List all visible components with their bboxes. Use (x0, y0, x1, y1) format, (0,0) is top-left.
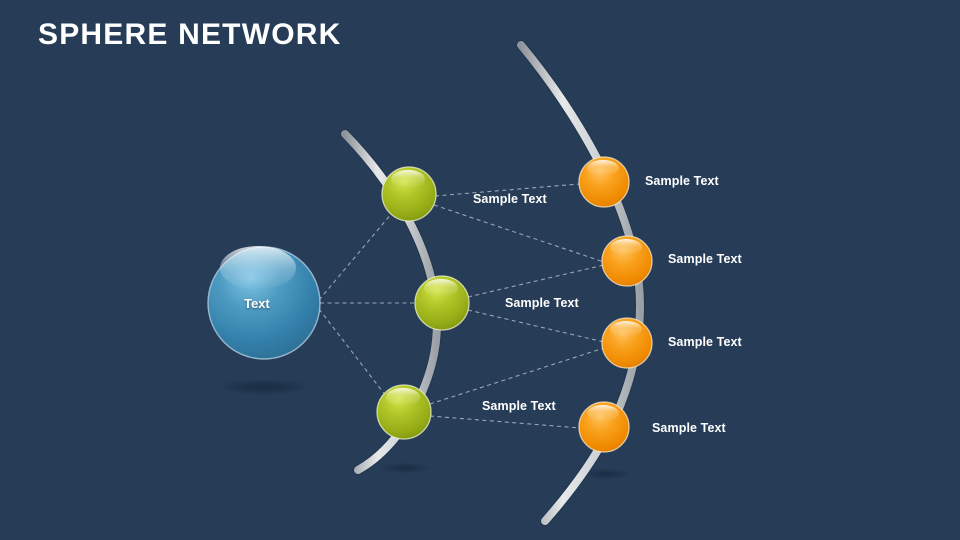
sphere-shadows (214, 378, 632, 480)
mid-sphere-2-highlight (424, 279, 458, 297)
leaf-sphere-1[interactable] (578, 156, 630, 208)
leaf-sphere-3[interactable] (601, 317, 653, 369)
page-title: SPHERE NETWORK (38, 18, 342, 51)
hub-sphere-label: Text (244, 296, 270, 311)
leaf-sphere-3-label: Sample Text (668, 335, 742, 349)
hub-sphere[interactable] (207, 246, 321, 360)
mid-sphere-1-label: Sample Text (473, 192, 547, 206)
mid-sphere-1-highlight (391, 170, 425, 188)
conn-mid1-leaf2 (433, 204, 605, 263)
arc-right (517, 41, 645, 525)
conn-mid3-leaf3 (429, 347, 605, 405)
mid-sphere-3-label: Sample Text (482, 399, 556, 413)
leaf-sphere-3-highlight (610, 321, 642, 337)
shadow-hub (214, 378, 314, 396)
conn-mid2-leaf3 (467, 309, 605, 343)
shadow-mid-3 (377, 462, 433, 474)
connector-group (318, 183, 605, 429)
conn-mid2-leaf2 (467, 264, 605, 298)
mid-sphere-2-label: Sample Text (505, 296, 579, 310)
conn-hub-mid-3 (318, 308, 387, 397)
leaf-sphere-4-label: Sample Text (652, 421, 726, 435)
conn-mid1-leaf1 (434, 183, 580, 197)
leaf-sphere-1-highlight (587, 160, 619, 176)
arc-left (341, 130, 441, 474)
leaf-sphere-4-highlight (587, 405, 619, 421)
arc-group (340, 40, 646, 526)
mid-sphere-3[interactable] (376, 384, 432, 440)
leaf-sphere-4[interactable] (578, 401, 630, 453)
leaf-sphere-2-label: Sample Text (668, 252, 742, 266)
leaf-sphere-1-label: Sample Text (645, 174, 719, 188)
mid-sphere-3-highlight (386, 388, 420, 406)
conn-mid3-leaf4 (429, 415, 581, 429)
mid-sphere-2[interactable] (414, 275, 470, 331)
mid-sphere-1[interactable] (381, 166, 437, 222)
shadow-leaf-4 (580, 468, 632, 480)
conn-hub-mid-1 (318, 212, 393, 301)
leaf-sphere-2[interactable] (601, 235, 653, 287)
leaf-sphere-2-highlight (610, 239, 642, 255)
hub-sphere-highlight (220, 246, 296, 290)
